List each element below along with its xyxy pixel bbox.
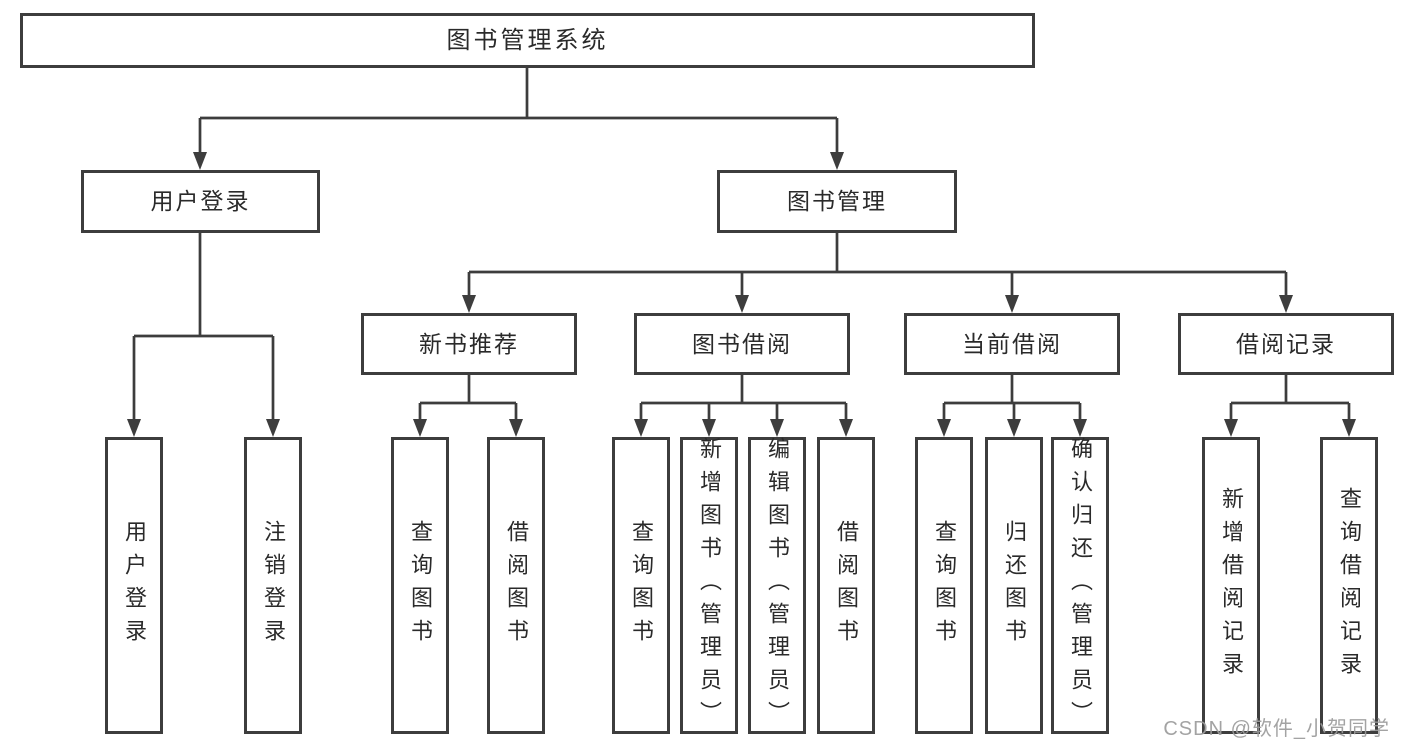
node-borrow-records-label: 借阅记录 [1236,330,1336,357]
node-book-mgmt-label: 图书管理 [787,188,887,214]
node-new-books: 新书推荐 [361,313,577,375]
connector-borrow-records-children [1229,375,1351,420]
leaf-borrow-edit-label: 编辑图书（管理员） [765,437,790,734]
leaf-newbooks-query: 查询图书 [391,437,449,734]
leaf-newbooks-borrow: 借阅图书 [487,437,545,734]
leaf-borrow-borrow: 借阅图书 [817,437,875,734]
leaf-borrow-query: 查询图书 [612,437,670,734]
csdn-watermark: CSDN @软件_小贺同学 [1163,718,1390,740]
leaf-borrow-add: 新增图书（管理员） [680,437,738,734]
leaf-borrow-query-label: 查询图书 [629,519,654,652]
leaf-user-login: 用户登录 [105,437,163,734]
node-root-label: 图书管理系统 [446,26,609,54]
leaf-records-query: 查询借阅记录 [1320,437,1378,734]
leaf-newbooks-query-label: 查询图书 [408,519,433,652]
leaf-current-confirm: 确认归还（管理员） [1051,437,1109,734]
node-borrow-records: 借阅记录 [1178,313,1394,375]
leaf-borrow-borrow-label: 借阅图书 [834,519,859,652]
node-user-login: 用户登录 [81,170,320,233]
node-book-borrow-label: 图书借阅 [692,330,792,357]
node-current-borrow: 当前借阅 [904,313,1120,375]
node-user-login-label: 用户登录 [150,188,251,214]
leaf-current-confirm-label: 确认归还（管理员） [1068,437,1093,734]
leaf-current-return: 归还图书 [985,437,1043,734]
connector-root-to-level2 [198,68,839,153]
arrowheads [127,152,1356,437]
leaf-user-login-label: 用户登录 [122,519,147,652]
node-book-borrow: 图书借阅 [634,313,850,375]
leaf-logout-label: 注销登录 [261,519,286,652]
leaf-newbooks-borrow-label: 借阅图书 [504,519,529,652]
node-root: 图书管理系统 [20,13,1035,68]
leaf-records-add-label: 新增借阅记录 [1219,486,1244,685]
connector-book-borrow-children [639,375,848,420]
connector-user-login-children [132,233,275,420]
connector-new-books-children [418,375,518,420]
leaf-borrow-add-label: 新增图书（管理员） [697,437,722,734]
node-book-mgmt: 图书管理 [717,170,957,233]
leaf-current-return-label: 归还图书 [1002,519,1027,652]
leaf-logout: 注销登录 [244,437,302,734]
connector-current-borrow-children [942,375,1082,420]
node-new-books-label: 新书推荐 [419,330,519,357]
leaf-records-add: 新增借阅记录 [1202,437,1260,734]
node-current-borrow-label: 当前借阅 [962,330,1062,357]
leaf-borrow-edit: 编辑图书（管理员） [748,437,806,734]
leaf-current-query-label: 查询图书 [932,519,957,652]
connector-book-mgmt-children [467,233,1288,296]
leaf-current-query: 查询图书 [915,437,973,734]
leaf-records-query-label: 查询借阅记录 [1337,486,1362,685]
